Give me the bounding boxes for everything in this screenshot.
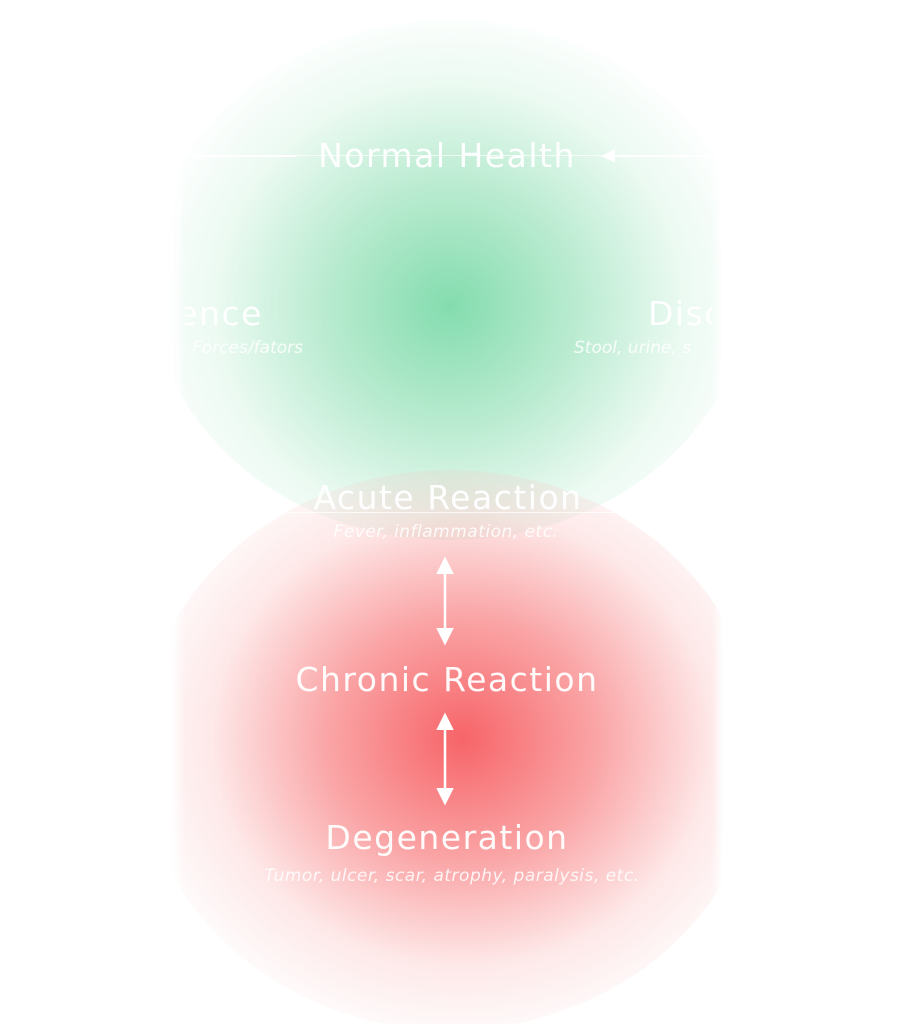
node-right-title: Disc bbox=[648, 294, 712, 333]
node-degeneration: Degeneration bbox=[325, 818, 569, 857]
node-left-clip: ience Forces/fators bbox=[185, 280, 385, 370]
node-left-sub: Forces/fators bbox=[192, 338, 303, 358]
node-degeneration-sub: Tumor, ulcer, scar, atrophy, paralysis, … bbox=[264, 866, 640, 886]
node-acute-sub: Fever, inflammation, etc. bbox=[333, 522, 559, 542]
node-right-sub: Stool, urine, s bbox=[574, 338, 692, 358]
left-edge-fade bbox=[0, 0, 185, 1024]
node-acute-reaction: Acute Reaction bbox=[313, 478, 583, 517]
node-right-clip: Disc Stool, urine, s bbox=[560, 280, 712, 370]
disease-zone-glow bbox=[140, 470, 760, 1024]
node-left-title: ience bbox=[185, 294, 263, 333]
node-normal-health: Normal Health bbox=[318, 136, 576, 175]
node-chronic-reaction: Chronic Reaction bbox=[295, 660, 599, 699]
right-edge-fade bbox=[712, 0, 900, 1024]
